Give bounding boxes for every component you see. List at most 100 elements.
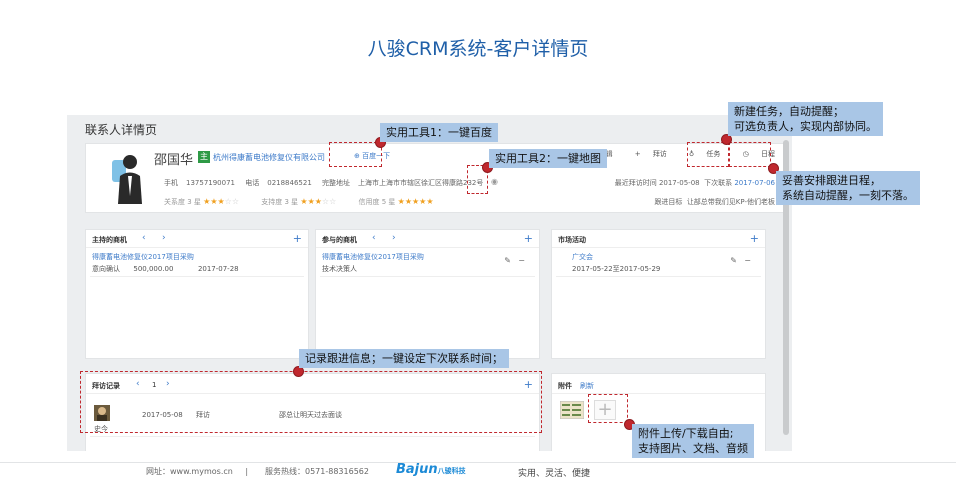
- logo-text: Bajun: [396, 462, 438, 477]
- opportunity-stage: 意向确认: [92, 265, 120, 273]
- task-button[interactable]: ♁ 任务: [679, 149, 720, 159]
- tel-value: 0218846521: [267, 179, 312, 187]
- star-filled-icon[interactable]: ★: [426, 197, 434, 206]
- add-joined-opportunity-button[interactable]: +: [523, 232, 533, 245]
- attachment-highlight: [588, 394, 628, 423]
- star-filled-icon[interactable]: ★: [419, 197, 427, 206]
- lead-opportunity-link[interactable]: 得康蓄电池修复仪2017项目采购: [92, 253, 194, 261]
- company-logo: Bajun八骏科技: [396, 462, 466, 477]
- baidu-callout: 实用工具1：一键百度: [380, 123, 498, 142]
- prev-arrow-icon[interactable]: ‹: [136, 379, 140, 389]
- edit-icon[interactable]: ✎: [504, 256, 511, 265]
- marketing-event-link[interactable]: 广交会: [572, 253, 593, 261]
- visit-content: 邵总让明天过去面谈: [279, 411, 343, 419]
- last-visit-value: 2017-05-08: [658, 179, 700, 187]
- next-arrow-icon[interactable]: ›: [392, 233, 396, 243]
- task-callout: 新建任务，自动提醒； 可选负责人，实现内部协同。: [728, 102, 883, 136]
- footer-hotline: 服务热线：0571-88316562: [265, 467, 369, 476]
- edit-icon[interactable]: ✎: [730, 256, 737, 265]
- star-empty-icon[interactable]: ☆: [224, 197, 232, 206]
- add-opportunity-button[interactable]: +: [292, 232, 302, 245]
- remove-icon[interactable]: −: [518, 256, 525, 265]
- address-label: 完整地址: [322, 179, 351, 187]
- star-filled-icon[interactable]: ★: [397, 197, 405, 206]
- star-filled-icon[interactable]: ★: [203, 197, 211, 206]
- star-empty-icon[interactable]: ☆: [321, 197, 330, 206]
- visit-records-highlight: [80, 371, 542, 433]
- map-highlight: [467, 165, 488, 194]
- company-link[interactable]: 杭州得康蓄电池修复仪有限公司: [213, 153, 325, 162]
- map-pin-icon[interactable]: ◉: [491, 177, 498, 186]
- star-filled-icon[interactable]: ★: [210, 197, 218, 206]
- lead-opportunities-panel: 主持的商机 ‹ › + 得康蓄电池修复仪2017项目采购 意向确认 500,00…: [85, 229, 309, 359]
- rating-row: 关系度 3 星 ★★★☆☆ 支持度 3 星 ★★★☆☆ 信用度 5 星 ★★★★…: [164, 197, 454, 207]
- next-contact-value[interactable]: 2017-07-06: [734, 179, 775, 187]
- visit-callout: 记录跟进信息；一键设定下次联系时间；: [299, 349, 509, 368]
- visit-records-title: 拜访记录: [92, 382, 120, 390]
- star-filled-icon[interactable]: ★: [412, 197, 420, 206]
- trust-label: 信用度: [358, 198, 380, 206]
- lead-opportunity-row: 意向确认 500,000.00 2017-07-28: [92, 264, 239, 274]
- visit-date: 2017-05-08: [142, 411, 183, 419]
- vertical-scrollbar[interactable]: [783, 140, 789, 435]
- star-filled-icon[interactable]: ★: [314, 197, 322, 206]
- upload-attachment-button[interactable]: +: [594, 400, 616, 420]
- star-empty-icon[interactable]: ☆: [231, 197, 240, 206]
- trust-level: 5 星: [381, 198, 396, 206]
- add-visit-button[interactable]: +: [523, 378, 533, 391]
- contact-name: 邵国华: [154, 153, 194, 168]
- visit-button[interactable]: + 拜访: [625, 149, 667, 159]
- next-arrow-icon[interactable]: ›: [162, 233, 166, 243]
- task-marker: [721, 134, 732, 145]
- footer-separator: |: [245, 467, 249, 476]
- trust-stars[interactable]: ★★★★★: [397, 197, 434, 206]
- footer: 网址：www.mymos.cn | 服务热线：0571-88316562 Baj…: [0, 462, 956, 500]
- next-arrow-icon[interactable]: ›: [166, 379, 170, 389]
- joined-opportunity-link[interactable]: 得康蓄电池修复仪2017项目采购: [322, 253, 424, 261]
- next-contact-label: 下次联系: [704, 179, 733, 187]
- visit-marker: [293, 366, 304, 377]
- joined-opportunity-role: 技术决策人: [322, 265, 357, 273]
- footer-website: 网址：www.mymos.cn |: [146, 466, 248, 477]
- last-visit-label: 最近拜访时间: [614, 179, 657, 187]
- bell-icon: ♁: [689, 150, 695, 158]
- contact-avatar-icon: [112, 155, 142, 204]
- page-title: 联系人详情页: [85, 123, 158, 137]
- map-callout: 实用工具2：一键地图: [489, 149, 607, 168]
- phone-value: 13757190071: [186, 179, 235, 187]
- star-empty-icon[interactable]: ☆: [329, 197, 337, 206]
- star-filled-icon[interactable]: ★: [404, 197, 412, 206]
- prev-arrow-icon[interactable]: ‹: [372, 233, 376, 243]
- schedule-button[interactable]: ◷ 日程: [733, 149, 775, 159]
- clock-icon: ◷: [742, 150, 749, 158]
- attachment-thumbnail[interactable]: [560, 401, 584, 419]
- add-marketing-button[interactable]: +: [749, 232, 759, 245]
- task-highlight: [687, 142, 729, 167]
- star-filled-icon[interactable]: ★: [217, 197, 225, 206]
- schedule-label: 日程: [761, 150, 775, 158]
- support-stars[interactable]: ★★★☆☆: [300, 197, 337, 206]
- visitor-name: 史今: [94, 425, 108, 433]
- star-filled-icon[interactable]: ★: [307, 197, 315, 206]
- baidu-icon: ⊕: [354, 152, 360, 160]
- schedule-callout-line1: 妥善安排跟进日程，: [782, 174, 881, 187]
- lead-opportunities-title: 主持的商机: [92, 236, 127, 244]
- remove-icon[interactable]: −: [744, 256, 751, 265]
- logo-cn-text: 八骏科技: [437, 467, 466, 475]
- star-filled-icon[interactable]: ★: [300, 197, 308, 206]
- attachment-callout-line2: 支持图片、文档、音频: [638, 442, 748, 455]
- relation-stars[interactable]: ★★★☆☆: [203, 197, 240, 206]
- marketing-title: 市场活动: [558, 236, 586, 244]
- goal-info: 跟进目标 让部总带我们见KP-他们老板: [654, 197, 775, 207]
- marketing-activities-panel: 市场活动 + 广交会 2017-05-22至2017-05-29 ✎ −: [551, 229, 766, 359]
- baidu-highlight: [329, 142, 382, 167]
- relation-label: 关系度: [164, 198, 185, 206]
- prev-arrow-icon[interactable]: ‹: [142, 233, 146, 243]
- baidu-search-button[interactable]: ⊕ 百度一下: [354, 151, 390, 161]
- joined-opportunities-panel: 参与的商机 ‹ › + 得康蓄电池修复仪2017项目采购 技术决策人 ✎ −: [315, 229, 540, 359]
- refresh-link[interactable]: 刷新: [580, 382, 594, 390]
